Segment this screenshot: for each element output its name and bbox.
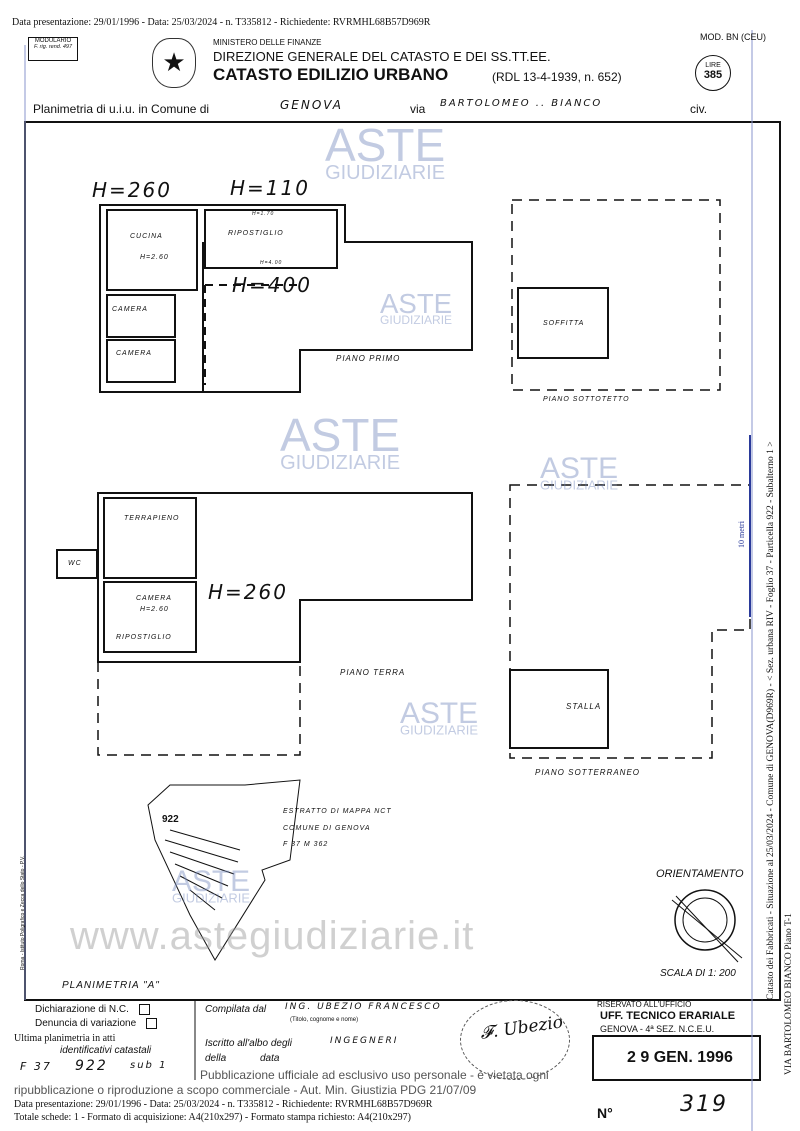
direction-label: DIREZIONE GENERALE DEL CATASTO E DEI SS.…	[213, 49, 551, 64]
sub-value: sub 1	[130, 1060, 168, 1071]
publication-notice: Pubblicazione ufficiale ad esclusivo uso…	[200, 1068, 549, 1082]
titolo-hint: (Titolo, cognome e nome)	[290, 1017, 359, 1023]
room-label-cucina: CUCINA	[130, 233, 163, 240]
lire-label: LIRE	[705, 62, 721, 69]
albo-value: INGEGNERI	[330, 1036, 399, 1046]
plan-line-prefix: Planimetria di u.i.u. in Comune di	[33, 102, 210, 116]
document-title: CATASTO EDILIZIO URBANO	[213, 65, 449, 84]
top-info-line: Data presentazione: 29/01/1996 - Data: 2…	[12, 17, 431, 28]
map-parcel-number: 922	[162, 814, 179, 825]
height-label: H=4.00	[260, 260, 283, 266]
checkbox-denuncia[interactable]: Denuncia di variazione	[35, 1018, 158, 1029]
ministry-label: MINISTERO DELLE FINANZE	[213, 38, 322, 47]
checkbox-dichiarazione[interactable]: Dichiarazione di N.C.	[35, 1004, 150, 1015]
identificativi-label: identificativi catastali	[60, 1045, 152, 1056]
room-label-camera: CAMERA	[116, 350, 152, 357]
ufficio-label: UFF. TECNICO ERARIALE	[600, 1010, 736, 1022]
height-label: H=1.70	[252, 211, 275, 217]
stamp-date: 2 9 GEN. 1996	[627, 1049, 733, 1066]
room-label-soffitta: SOFFITTA	[543, 320, 585, 327]
room-label-terrapieno: TERRAPIENO	[124, 515, 180, 522]
data-label: data	[260, 1053, 280, 1064]
orientation-label: ORIENTAMENTO	[656, 868, 744, 880]
state-emblem-icon: ★	[152, 38, 196, 88]
room-label-camera: CAMERA	[112, 306, 148, 313]
foglio-value: F 37	[20, 1060, 52, 1073]
riservato-label: RISERVATO ALL'UFFICIO	[597, 1000, 692, 1009]
ultima-planimetria: Ultima planimetria in atti	[14, 1033, 116, 1044]
compilata-label: Compilata dal	[205, 1004, 267, 1015]
office-stamp-circle	[460, 1000, 570, 1080]
side-cadastral-text: Catasto dei Fabbricati - Situazione al 2…	[766, 441, 776, 1000]
height-label: H=260	[92, 178, 172, 202]
scale-label: SCALA DI 1: 200	[660, 968, 736, 979]
scale-ruler: 10 metri	[736, 521, 746, 548]
height-label: H=2.60	[140, 606, 169, 613]
della-label: della	[205, 1053, 227, 1064]
overlay-format-line: Totale schede: 1 - Formato di acquisizio…	[14, 1112, 411, 1123]
room-label-ripostiglio: RIPOSTIGLIO	[116, 634, 172, 641]
compilatore-value: ING. UBEZIO FRANCESCO	[285, 1002, 442, 1012]
numero-label: N°	[597, 1105, 613, 1121]
room-label-ripostiglio: RIPOSTIGLIO	[228, 230, 284, 237]
floor-title-primo: PIANO PRIMO	[336, 354, 401, 363]
room-label-stalla: STALLA	[566, 702, 602, 711]
publication-notice: ripubblicazione o riproduzione a scopo c…	[14, 1083, 477, 1097]
iscritto-label: Iscritto all'albo degli	[205, 1038, 292, 1049]
particella-value: 922	[75, 1058, 108, 1074]
planimetria-label: PLANIMETRIA "A"	[62, 980, 160, 991]
civ-label: civ.	[690, 102, 708, 116]
site-watermark: www.astegiudiziarie.it	[70, 914, 475, 958]
modulario-sub: F. rig. rend. 497	[33, 44, 73, 50]
overlay-info-line: Data presentazione: 29/01/1996 - Data: 2…	[14, 1099, 433, 1110]
height-label: H=110	[230, 176, 310, 200]
via-label: via	[410, 102, 426, 116]
map-extract-label: ESTRATTO DI MAPPA NCT	[283, 808, 392, 815]
room-label-wc: WC	[68, 560, 82, 567]
via-value: BARTOLOMEO .. BIANCO	[440, 98, 603, 109]
numero-value: 319	[680, 1092, 728, 1117]
mod-label: MOD. BN (CEU)	[700, 32, 766, 42]
sezione-label: GENOVA - 4ª SEZ. N.C.E.U.	[600, 1024, 715, 1034]
law-reference: (RDL 13-4-1939, n. 652)	[492, 70, 622, 84]
lire-stamp: LIRE 385	[695, 55, 731, 91]
printer-imprint: Roma - Istituto Poligrafico e Zecca dell…	[20, 855, 26, 970]
modulario-box: MODULARIO F. rig. rend. 497	[28, 37, 78, 61]
floor-title-sottotetto: PIANO SOTTOTETTO	[543, 396, 630, 403]
map-foglio-label: F 37 M 362	[283, 841, 329, 848]
comune-value: GENOVA	[280, 98, 343, 112]
side-address-text: VIA BARTOLOMEO BIANCO Piano T-1	[784, 913, 794, 1075]
modulario-label: MODULARIO	[34, 38, 72, 44]
map-comune-label: COMUNE DI GENOVA	[283, 825, 371, 832]
height-label: H=400	[232, 273, 312, 297]
lire-value: 385	[703, 69, 723, 81]
floor-title-sotterraneo: PIANO SOTTERRANEO	[535, 768, 641, 777]
height-label: H=2.60	[140, 254, 169, 261]
height-label: H=260	[208, 580, 288, 604]
room-label-camera: CAMERA	[136, 595, 172, 602]
floor-title-terra: PIANO TERRA	[340, 668, 406, 677]
